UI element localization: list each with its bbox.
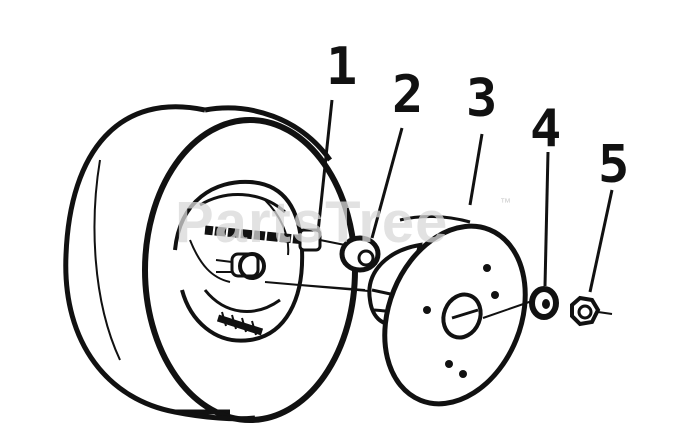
leader-1 [316, 99, 334, 233]
leader-lines [316, 99, 614, 293]
callout-4: 4 [530, 99, 561, 159]
washer-part-4 [529, 286, 559, 320]
axle-line [264, 281, 381, 293]
spacer-part-2 [339, 235, 381, 273]
leader-3 [468, 133, 484, 206]
leader-5 [588, 189, 614, 293]
nut-part-5 [570, 295, 613, 327]
wheel-bolt-part-1 [204, 221, 346, 252]
watermark-trademark: ™ [500, 197, 511, 209]
callout-2: 2 [392, 65, 423, 125]
tire [63, 104, 358, 423]
hub-part-3 [367, 214, 536, 407]
leader-4 [543, 151, 550, 287]
callout-3: 3 [466, 69, 497, 129]
callout-5: 5 [598, 135, 629, 195]
watermark-text: PartsTree [175, 190, 448, 255]
leader-2 [370, 127, 404, 239]
callout-1: 1 [326, 37, 357, 97]
